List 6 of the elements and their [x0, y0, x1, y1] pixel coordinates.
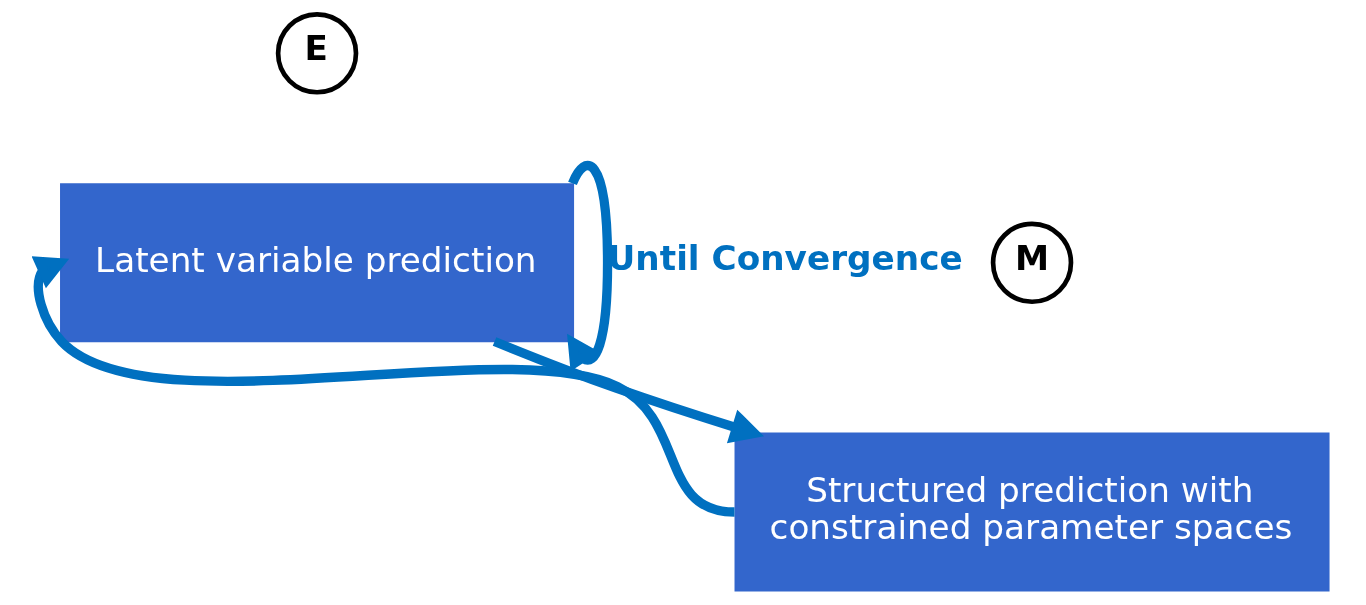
arrow [492, 337, 764, 444]
node-circle: E [275, 12, 358, 95]
node-circle: M [990, 221, 1073, 305]
node-box: Latent variable prediction [59, 183, 574, 343]
node-box: Structured prediction with constrained parameter spaces [734, 432, 1330, 592]
arrow [31, 256, 735, 517]
